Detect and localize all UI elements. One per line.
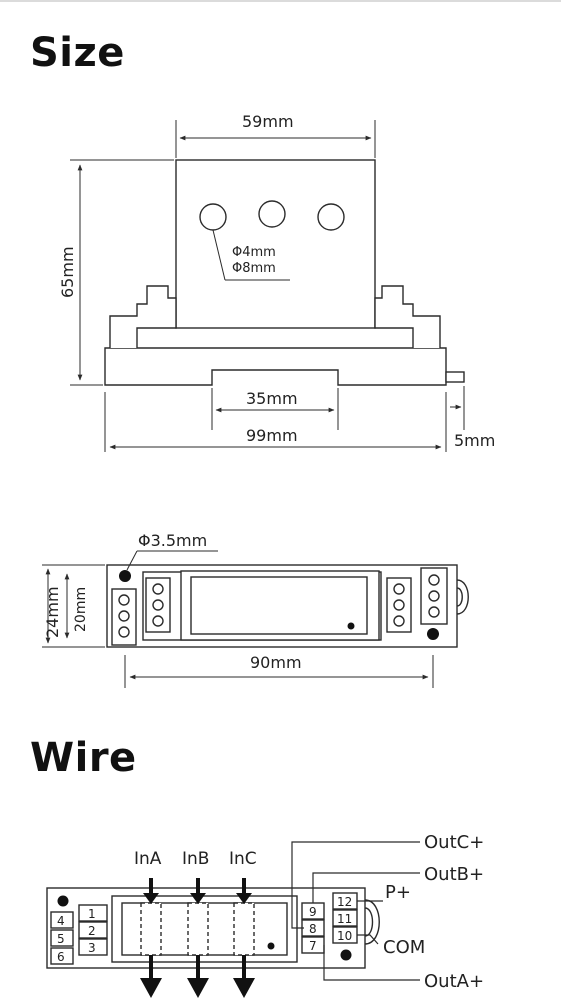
terminal-cell-11 bbox=[332, 909, 358, 927]
front-left-clip bbox=[109, 285, 177, 348]
wire-channel-c bbox=[233, 902, 255, 956]
terminal-cell-4 bbox=[50, 911, 74, 929]
front-hole-2 bbox=[258, 200, 286, 228]
terminal-label-9: 9 bbox=[309, 905, 317, 919]
top-left-screw-2 bbox=[118, 610, 130, 622]
terminal-label-12: 12 bbox=[337, 895, 352, 909]
leader-outc bbox=[291, 841, 420, 929]
input-arrow-b-top-head bbox=[190, 893, 206, 904]
terminal-label-11: 11 bbox=[337, 912, 352, 926]
terminal-cell-1 bbox=[78, 904, 108, 922]
top-right-screw-1 bbox=[428, 574, 440, 586]
top-left-screw-3 bbox=[118, 626, 130, 638]
top-right-clip-inner bbox=[456, 587, 463, 607]
terminal-label-3: 3 bbox=[88, 941, 96, 955]
terminal-label-5: 5 bbox=[57, 932, 65, 946]
label-hole-small: Φ4mm bbox=[232, 245, 276, 260]
mount-hole-leader bbox=[126, 550, 138, 571]
wire-mount-hole-right bbox=[340, 949, 352, 961]
input-arrow-c-bottom-head bbox=[233, 978, 255, 998]
label-spacing-90: 90mm bbox=[250, 653, 302, 672]
label-height-65: 65mm bbox=[58, 246, 77, 298]
input-label-b: InB bbox=[182, 849, 209, 869]
output-label-b: OutB+ bbox=[424, 864, 484, 885]
wire-heading: Wire bbox=[30, 735, 137, 781]
top-left-inner-screw-2 bbox=[152, 599, 164, 611]
label-slot-35: 35mm bbox=[246, 389, 298, 408]
label-hole-large: Φ8mm bbox=[232, 261, 276, 276]
input-label-c: InC bbox=[229, 849, 257, 869]
wire-diagram bbox=[46, 887, 380, 969]
wire-channel-b bbox=[187, 902, 209, 956]
wire-mount-hole-left bbox=[57, 895, 69, 907]
output-label-a: OutA+ bbox=[424, 971, 484, 992]
top-left-screw-1 bbox=[118, 594, 130, 606]
top-right-screw-2 bbox=[428, 590, 440, 602]
front-view bbox=[104, 159, 465, 386]
top-right-inner-screw-3 bbox=[393, 615, 405, 627]
label-height-24: 24mm bbox=[43, 586, 62, 638]
terminal-label-2: 2 bbox=[88, 924, 96, 938]
top-led bbox=[347, 622, 355, 630]
top-window bbox=[190, 576, 368, 635]
input-arrow-a-top-head bbox=[143, 893, 159, 904]
terminal-label-6: 6 bbox=[57, 950, 65, 964]
hole-leader bbox=[212, 229, 226, 281]
label-width-59: 59mm bbox=[242, 112, 294, 131]
front-hole-1 bbox=[199, 203, 227, 231]
label-base-99: 99mm bbox=[246, 426, 298, 445]
front-base bbox=[104, 347, 447, 386]
top-mount-hole-right bbox=[427, 628, 439, 640]
output-label-c: OutC+ bbox=[424, 832, 484, 853]
terminal-cell-2 bbox=[78, 921, 108, 939]
top-right-screw-3 bbox=[428, 606, 440, 618]
leader-com bbox=[357, 934, 379, 945]
terminal-cell-3 bbox=[78, 938, 108, 956]
top-left-inner-screw-3 bbox=[152, 615, 164, 627]
input-arrow-a-bottom-head bbox=[140, 978, 162, 998]
terminal-label-7: 7 bbox=[309, 939, 317, 953]
wire-channel-a bbox=[140, 902, 162, 956]
wire-clip-inner bbox=[364, 907, 374, 937]
top-mount-hole-left bbox=[119, 570, 131, 582]
wire-led bbox=[267, 942, 275, 950]
terminal-cell-6 bbox=[50, 947, 74, 965]
front-hole-3 bbox=[317, 203, 345, 231]
input-label-a: InA bbox=[134, 849, 162, 869]
terminal-label-8: 8 bbox=[309, 922, 317, 936]
top-view bbox=[106, 564, 469, 648]
front-housing bbox=[175, 159, 376, 329]
input-arrow-b-bottom-head bbox=[187, 978, 209, 998]
front-tab bbox=[445, 371, 465, 383]
input-arrow-c-top-head bbox=[236, 893, 252, 904]
top-right-inner-screw-2 bbox=[393, 599, 405, 611]
label-height-20: 20mm bbox=[73, 587, 89, 632]
terminal-label-10: 10 bbox=[337, 929, 352, 943]
power-label: P+ bbox=[385, 882, 411, 903]
terminal-cell-5 bbox=[50, 929, 74, 947]
size-heading: Size bbox=[30, 30, 125, 76]
leader-outb bbox=[312, 872, 420, 903]
leader-outa bbox=[323, 945, 420, 981]
label-tab-5: 5mm bbox=[454, 431, 495, 450]
top-right-inner-screw-1 bbox=[393, 583, 405, 595]
top-left-inner-screw-1 bbox=[152, 583, 164, 595]
front-right-clip bbox=[374, 285, 441, 348]
top-right-clip bbox=[456, 579, 469, 615]
terminal-label-1: 1 bbox=[88, 907, 96, 921]
label-mount-hole: Φ3.5mm bbox=[138, 531, 207, 550]
com-label: COM bbox=[383, 937, 425, 958]
terminal-label-4: 4 bbox=[57, 914, 65, 928]
